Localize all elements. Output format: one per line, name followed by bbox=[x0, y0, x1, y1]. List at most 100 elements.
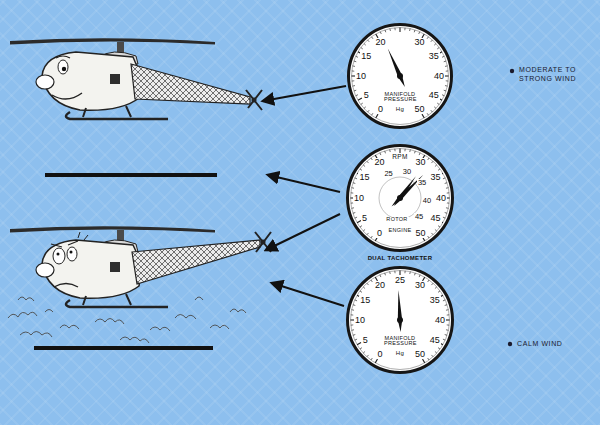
tick-mark bbox=[384, 151, 386, 153]
dial-number: 25 bbox=[394, 276, 406, 285]
dial-number: 45 bbox=[429, 336, 441, 345]
tick-mark bbox=[438, 348, 440, 349]
tick-mark bbox=[360, 348, 362, 349]
cartoon-eye bbox=[53, 248, 65, 264]
tick-mark bbox=[427, 113, 428, 115]
tick-mark bbox=[360, 169, 362, 170]
dial-number: 35 bbox=[428, 52, 440, 61]
gauge-heading: DUAL TACHOMETER bbox=[367, 255, 434, 261]
tick-mark bbox=[367, 161, 369, 163]
dial-number: 45 bbox=[414, 213, 424, 221]
tick-mark bbox=[445, 85, 447, 87]
dial-number: 50 bbox=[413, 105, 425, 114]
cartoon-smile bbox=[52, 93, 82, 99]
dust-puff bbox=[45, 310, 53, 313]
tick-mark bbox=[435, 287, 437, 289]
tick-mark bbox=[371, 113, 372, 115]
tick-mark bbox=[431, 161, 433, 163]
gauge-dial: RPM0510152030354045502530354045ROTORENGI… bbox=[346, 144, 454, 252]
wind-condition-label: MODERATE TO STRONG WIND bbox=[519, 66, 583, 84]
tick-mark bbox=[368, 40, 370, 42]
tick-mark bbox=[404, 28, 405, 30]
ground-bar bbox=[34, 346, 213, 350]
dust-puff bbox=[20, 332, 52, 338]
tick-mark bbox=[419, 275, 420, 277]
cartoon-brow bbox=[56, 56, 70, 58]
dial-number: 50 bbox=[414, 229, 426, 238]
cartoon-frown bbox=[54, 284, 78, 288]
tick-mark bbox=[447, 192, 449, 193]
dial-number: 10 bbox=[354, 316, 366, 325]
tick-mark bbox=[444, 90, 446, 92]
tick-mark bbox=[356, 95, 358, 96]
tick-mark bbox=[380, 153, 381, 155]
cartoon-pupil bbox=[57, 253, 60, 256]
dial-unit: Hg bbox=[395, 106, 405, 112]
tick-mark bbox=[352, 329, 354, 331]
sweat-marks bbox=[78, 232, 88, 240]
tick-mark bbox=[427, 37, 428, 39]
tick-mark bbox=[371, 37, 372, 39]
tick-mark bbox=[444, 61, 446, 63]
tick-mark bbox=[355, 339, 357, 340]
tick-mark bbox=[434, 107, 436, 109]
tail-boom bbox=[132, 240, 260, 284]
tick-mark bbox=[423, 359, 425, 363]
tick-mark bbox=[445, 212, 447, 214]
tail-boom bbox=[131, 64, 250, 104]
tick-mark bbox=[352, 187, 354, 189]
dial-number: 20 bbox=[373, 158, 385, 167]
gauge-rim bbox=[348, 146, 453, 251]
tail-rotor-hub bbox=[261, 240, 266, 245]
tick-mark bbox=[371, 158, 372, 160]
cartoon-pupil bbox=[70, 251, 73, 254]
tick-mark bbox=[446, 309, 448, 311]
dial-number: 15 bbox=[360, 52, 372, 61]
gauge-needle bbox=[392, 175, 417, 208]
dial-number: 5 bbox=[362, 336, 369, 345]
tick-mark bbox=[431, 110, 433, 112]
tick-mark bbox=[446, 70, 448, 71]
tick-mark bbox=[361, 47, 363, 48]
tick-mark bbox=[438, 226, 440, 227]
dial-number: 45 bbox=[428, 91, 440, 100]
tick-mark bbox=[353, 182, 355, 184]
tick-mark bbox=[364, 107, 366, 109]
tick-mark bbox=[404, 271, 405, 273]
gauge-dial: 051015203035404550MANIFOLD PRESSUREHg bbox=[347, 23, 453, 129]
needle-hub bbox=[397, 317, 403, 323]
tick-mark bbox=[399, 28, 400, 33]
tick-mark bbox=[363, 287, 365, 289]
tick-mark bbox=[385, 30, 387, 32]
gauge-rim bbox=[348, 268, 453, 373]
pointer-arrow bbox=[266, 214, 340, 250]
tick-mark bbox=[368, 110, 370, 112]
tick-mark bbox=[431, 355, 433, 357]
pointer-arrow bbox=[268, 175, 340, 192]
dust-puff bbox=[230, 309, 246, 313]
dial-number: 35 bbox=[429, 296, 441, 305]
tick-mark bbox=[443, 339, 445, 340]
tick-mark bbox=[435, 229, 437, 231]
tick-mark bbox=[422, 114, 424, 118]
dust-puff bbox=[195, 297, 203, 300]
tick-mark bbox=[435, 351, 437, 353]
dial-number: 40 bbox=[434, 316, 446, 325]
tick-mark bbox=[389, 272, 391, 274]
tick-mark bbox=[399, 149, 400, 154]
tick-mark bbox=[363, 229, 365, 231]
tick-mark bbox=[438, 291, 440, 292]
tick-mark bbox=[446, 207, 448, 209]
tick-mark bbox=[414, 273, 416, 275]
gauge-bezel bbox=[351, 271, 450, 370]
tick-mark bbox=[353, 65, 355, 67]
gauge-needle bbox=[386, 48, 407, 88]
tail-rotor-hub bbox=[252, 98, 257, 103]
tick-mark bbox=[431, 283, 433, 285]
dust-puff bbox=[8, 312, 37, 318]
dust-cloud bbox=[8, 297, 246, 343]
bullet-dot bbox=[510, 69, 514, 73]
tick-mark bbox=[446, 187, 448, 189]
